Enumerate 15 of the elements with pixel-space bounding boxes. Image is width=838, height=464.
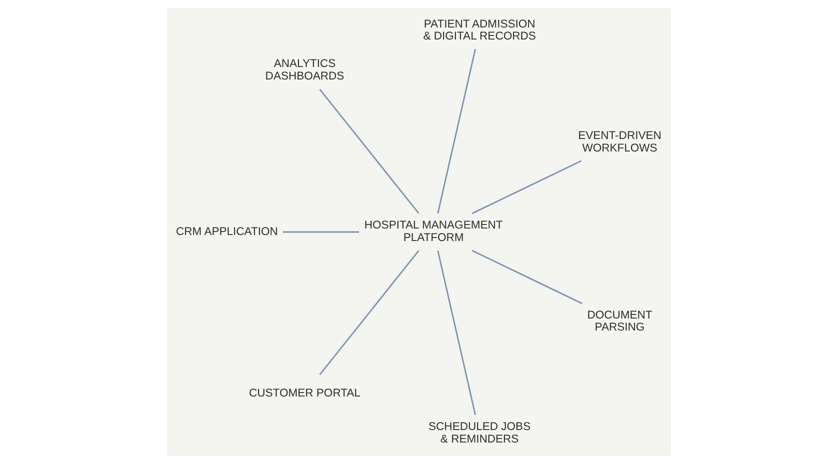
connector [319, 88, 420, 214]
connector [437, 48, 476, 214]
connector [472, 250, 582, 304]
connector [319, 250, 420, 376]
node-text: PATIENT ADMISSION & DIGITAL RECORDS [423, 18, 536, 43]
node-text: EVENT-DRIVEN WORKFLOWS [578, 130, 662, 154]
node-text: DOCUMENT PARSING [587, 309, 652, 334]
node-text: CRM APPLICATION [176, 226, 278, 238]
connector [282, 231, 359, 233]
node-text: ANALYTICS DASHBOARDS [265, 58, 344, 82]
node-text: SCHEDULED JOBS & REMINDERS [428, 421, 531, 446]
connector [437, 250, 476, 416]
connector [472, 160, 582, 214]
node-text: CUSTOMER PORTAL [249, 387, 360, 400]
node-text: HOSPITAL MANAGEMENT PLATFORM [364, 220, 503, 244]
